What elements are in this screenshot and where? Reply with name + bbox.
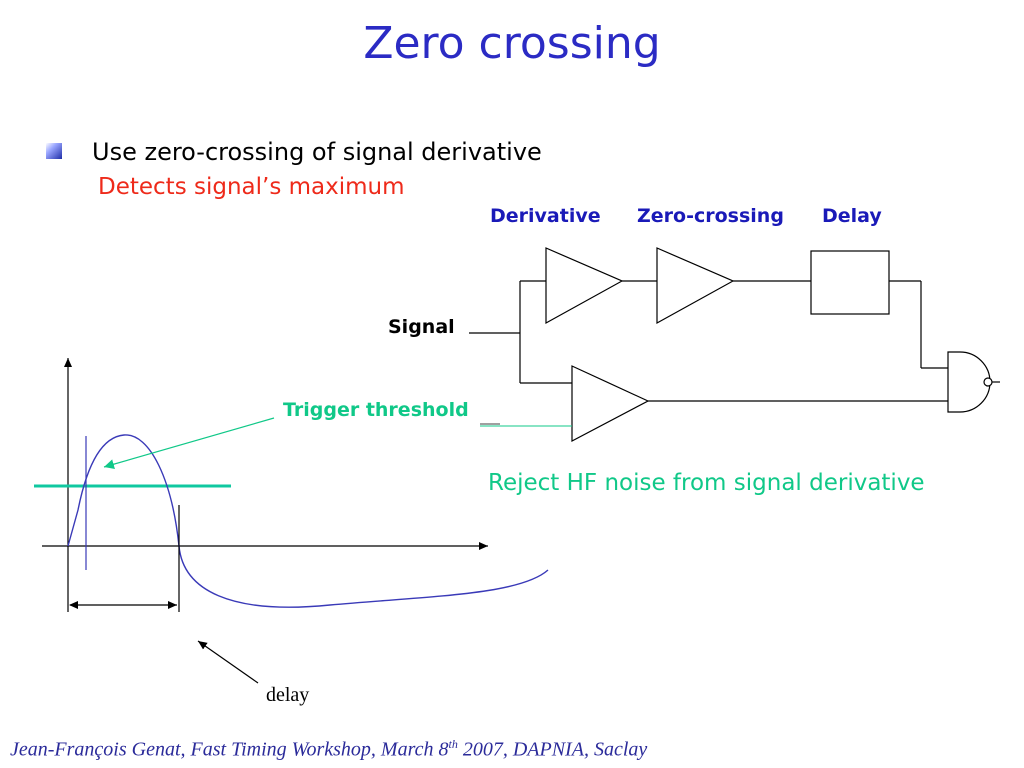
signal-label: Signal (388, 316, 455, 338)
signal-waveform (67, 434, 549, 608)
zero-crossing-comparator (656, 247, 735, 325)
trigger-comparator (571, 365, 650, 442)
footer-text-end: 2007, DAPNIA, Saclay (457, 738, 648, 761)
threshold-pointer-arrow (103, 417, 275, 470)
waveform-plot (34, 358, 549, 684)
bullet-marker-icon (46, 143, 62, 159)
and-gate-output-bubble (983, 377, 993, 387)
bullet-text: Use zero-crossing of signal derivative (92, 138, 542, 166)
delay-block (810, 250, 890, 315)
zero-crossing-label: Zero-crossing (637, 205, 784, 227)
footer-text-start: Jean-François Genat, Fast Timing Worksho… (10, 738, 449, 761)
delay-pointer-arrow (197, 640, 259, 684)
footer: Jean-François Genat, Fast Timing Worksho… (10, 737, 647, 762)
delay-block-label: Delay (822, 205, 882, 227)
derivative-amplifier (545, 247, 624, 325)
reject-noise-label: Reject HF noise from signal derivative (488, 470, 925, 496)
circuit-schematic (469, 247, 1000, 442)
trigger-threshold-label: Trigger threshold (283, 399, 469, 421)
derivative-label: Derivative (490, 205, 601, 227)
footer-superscript: th (448, 737, 458, 751)
sub-bullet-text: Detects signal’s maximum (98, 174, 405, 200)
slide-title: Zero crossing (363, 18, 661, 69)
delay-label: delay (266, 684, 310, 706)
